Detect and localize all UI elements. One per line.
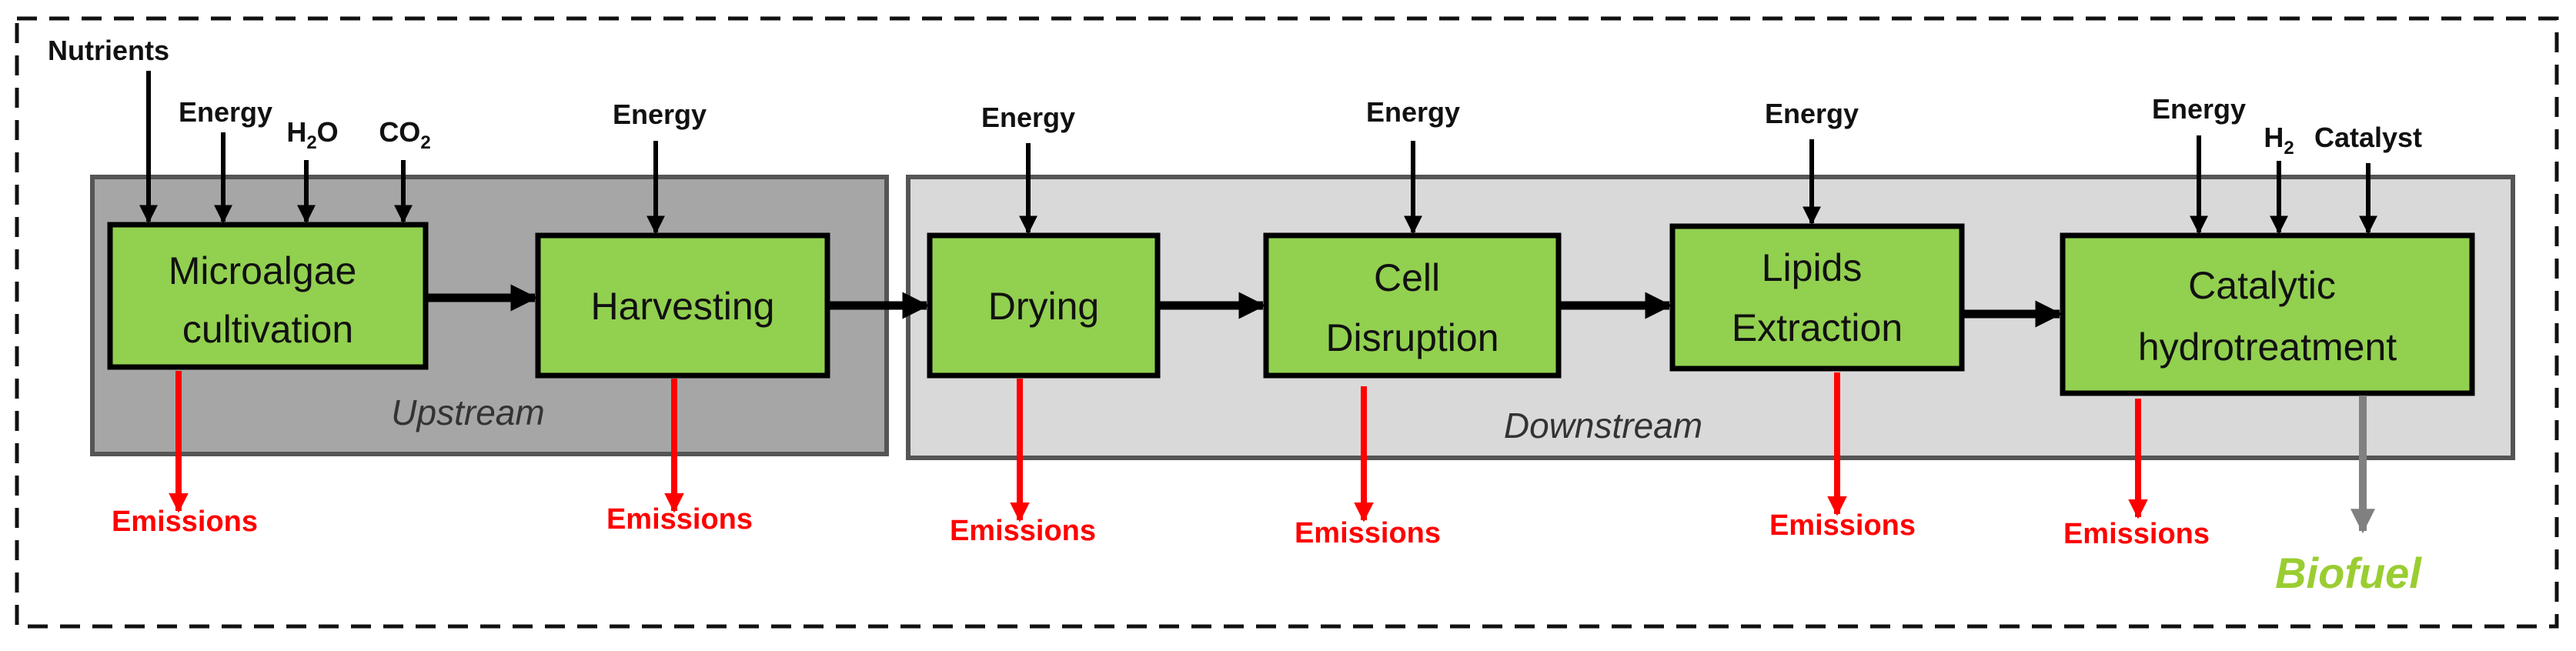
hydrotreatment-label: Catalytic hydrotreatment — [2138, 264, 2397, 369]
biofuel-label: Biofuel — [2275, 549, 2422, 597]
energy-label-harvesting: Energy — [613, 98, 707, 130]
cell-disruption-label: Cell Disruption — [1325, 256, 1498, 359]
emissions-label-disruption: Emissions — [1295, 517, 1441, 549]
energy-label-disruption: Energy — [1366, 96, 1460, 128]
emissions-label-hydrotreatment: Emissions — [2063, 518, 2210, 550]
system-boundary — [15, 16, 2559, 629]
harvesting-box — [535, 232, 830, 379]
lipids-extraction-label: Lipids Extraction — [1732, 246, 1903, 349]
cell-disruption-box — [1263, 232, 1562, 379]
harvesting-label: Harvesting — [591, 285, 775, 328]
h2-label: H2 — [2264, 122, 2294, 159]
upstream-label: Upstream — [391, 392, 544, 432]
downstream-label: Downstream — [1504, 406, 1702, 446]
energy-label-extraction: Energy — [1765, 98, 1859, 129]
co2-label: CO2 — [379, 116, 430, 153]
nutrients-label: Nutrients — [48, 35, 169, 66]
emissions-label-drying: Emissions — [950, 515, 1096, 547]
emissions-label-cultivation: Emissions — [112, 506, 258, 538]
emissions-label-harvesting: Emissions — [606, 503, 753, 536]
drying-label: Drying — [988, 285, 1099, 328]
catalyst-label: Catalyst — [2314, 122, 2422, 153]
cultivation-label: Microalgae cultivation — [169, 249, 367, 351]
drying-box — [927, 232, 1161, 379]
lipids-extraction-box — [1669, 223, 1965, 372]
h2o-label: H2O — [286, 116, 338, 153]
cultivation-box — [107, 222, 429, 370]
emissions-label-extraction: Emissions — [1769, 509, 1916, 542]
energy-label-cultivation: Energy — [179, 96, 272, 128]
energy-label-hydrotreatment: Energy — [2152, 93, 2246, 125]
energy-label-drying: Energy — [981, 102, 1075, 133]
hydrotreatment-box — [2060, 232, 2475, 396]
